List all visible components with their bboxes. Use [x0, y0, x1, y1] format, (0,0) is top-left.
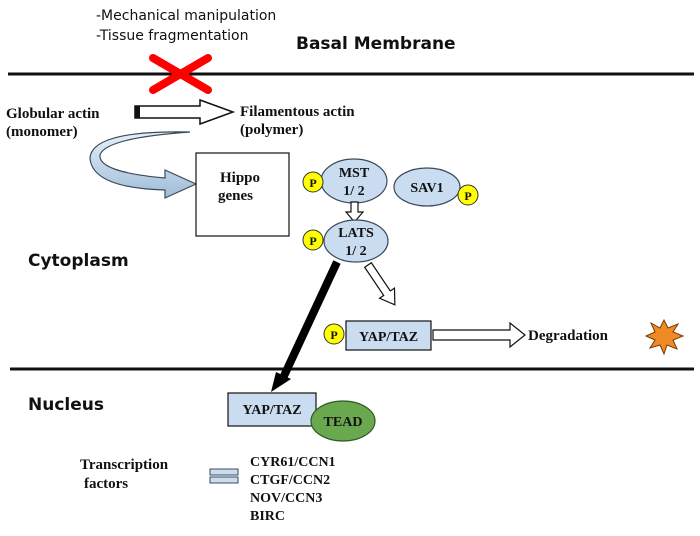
filamentous-actin-sub: (polymer) [240, 122, 303, 138]
equals-icon [209, 468, 239, 484]
mst-phospho-label: P [309, 176, 316, 190]
yap-taz-nucleus-box [227, 392, 317, 427]
degradation-label: Degradation [528, 328, 609, 344]
yap-phospho-icon [323, 323, 345, 345]
target-gene-1: CYR61/CCN1 [250, 455, 336, 470]
basal-membrane-label: Basal Membrane [296, 34, 456, 54]
lats-kinase [323, 219, 389, 263]
curved-arrow-icon [89, 131, 198, 199]
translocation-arrow [271, 260, 341, 392]
sav1-protein [393, 167, 461, 207]
globular-actin-label: Globular actin [6, 106, 100, 122]
yap-taz-cytoplasm-label: YAP/TAZ [359, 330, 418, 345]
note-mechanical: -Mechanical manipulation [96, 8, 276, 24]
blocked-x-icon [149, 54, 212, 94]
actin-arrow-tail [135, 106, 140, 118]
mst-label-2: 1/ 2 [343, 184, 364, 199]
sav1-label: SAV1 [410, 181, 443, 196]
target-gene-2: CTGF/CCN2 [250, 473, 330, 488]
transcription-label-2: factors [84, 476, 128, 492]
actin-polymerization-arrow [134, 98, 236, 126]
mst-label-1: MST [339, 166, 370, 181]
hippo-genes-box [195, 152, 290, 237]
sav1-phospho-icon [457, 184, 479, 206]
mst-phospho-icon [302, 171, 324, 193]
lats-phospho-icon [302, 229, 324, 251]
cytoplasm-label: Cytoplasm [28, 251, 129, 271]
yap-taz-nucleus-label: YAP/TAZ [242, 403, 301, 418]
hippo-genes-label-1: Hippo [220, 170, 260, 186]
globular-actin-sub: (monomer) [6, 124, 78, 140]
filamentous-actin-label: Filamentous actin [240, 104, 355, 120]
lats-label-1: LATS [338, 226, 374, 241]
transcription-label-1: Transcription [80, 457, 169, 473]
mst-lats-arrow [344, 201, 365, 223]
lats-phospho-label: P [309, 234, 316, 248]
lats-label-2: 1/ 2 [345, 244, 366, 259]
yap-taz-cytoplasm-box [345, 320, 432, 351]
tead-factor [310, 400, 376, 442]
degradation-burst-icon [644, 318, 685, 356]
sav1-phospho-label: P [464, 189, 471, 203]
target-gene-3: NOV/CCN3 [250, 491, 322, 506]
target-gene-4: BIRC [250, 509, 285, 524]
nucleus-label: Nucleus [28, 395, 104, 415]
yap-phospho-label: P [330, 328, 337, 342]
lats-yap-arrow [363, 261, 396, 306]
degradation-arrow [432, 321, 526, 349]
note-tissue: -Tissue fragmentation [96, 28, 248, 44]
hippo-genes-label-2: genes [218, 188, 253, 204]
tead-label: TEAD [324, 415, 363, 430]
